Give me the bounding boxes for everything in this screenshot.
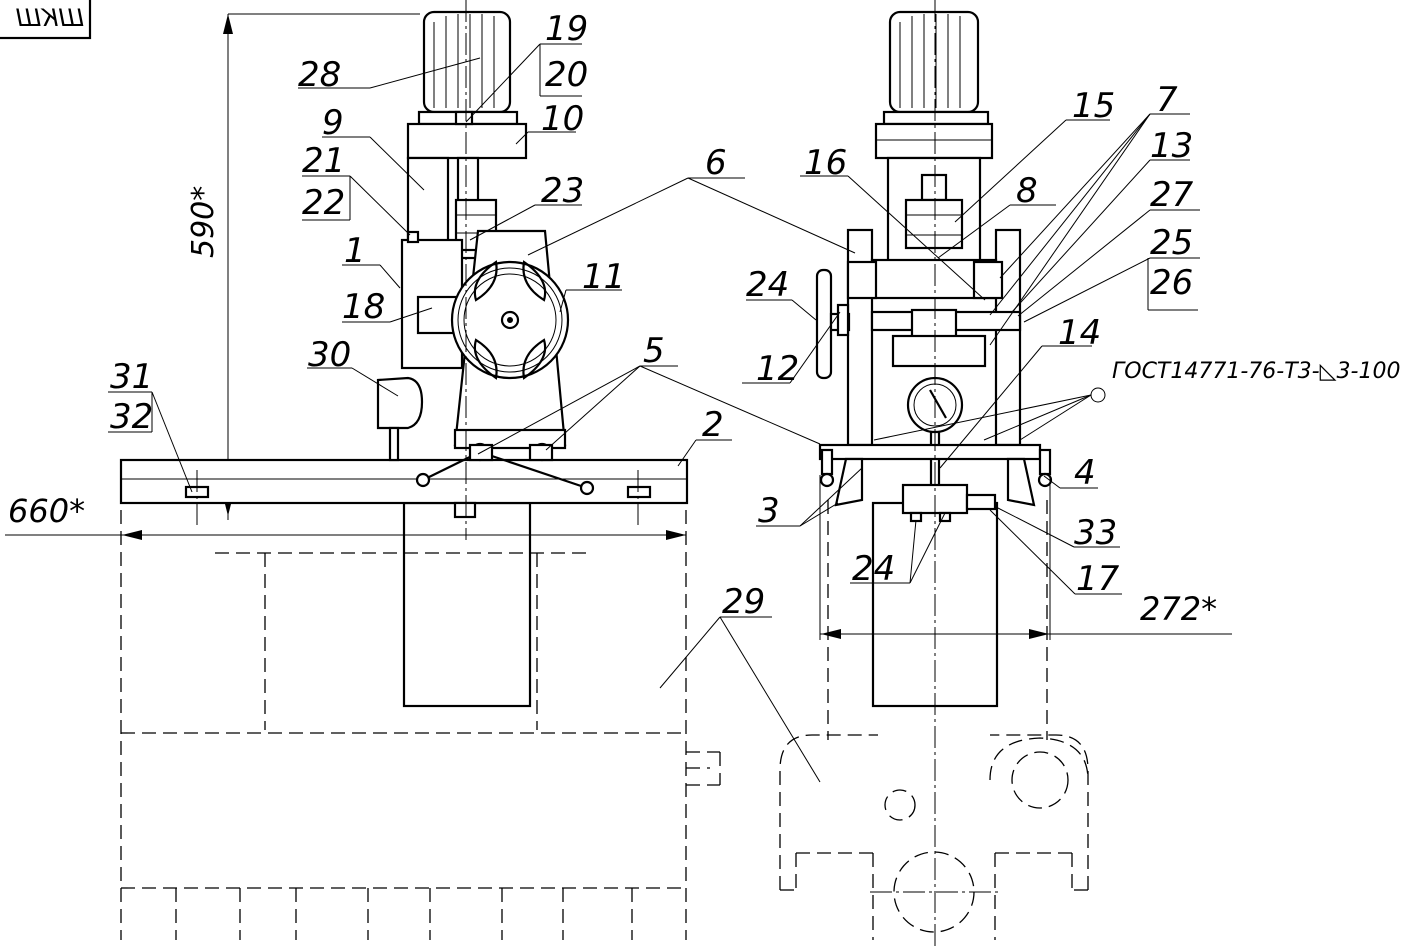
callout-24-upper: 24 bbox=[746, 265, 789, 305]
dimension-side-width-label: 272* bbox=[1140, 590, 1217, 628]
front-motor bbox=[406, 10, 528, 160]
callout-19: 19 bbox=[545, 9, 588, 49]
callout-16: 16 bbox=[804, 143, 847, 183]
side-handwheel bbox=[815, 268, 851, 380]
stamp-text: ШКШ bbox=[15, 4, 84, 32]
leaders-side bbox=[742, 113, 1200, 595]
callout-5: 5 bbox=[643, 331, 665, 371]
front-indicator bbox=[376, 376, 424, 462]
leaders-front bbox=[108, 43, 856, 493]
callout-24-lower: 24 bbox=[852, 549, 895, 589]
callouts-side: 15 7 16 13 8 27 25 26 24 12 14 3 4 33 24… bbox=[746, 80, 1194, 599]
side-base-stand bbox=[779, 500, 1089, 940]
callout-32: 32 bbox=[110, 397, 153, 437]
callouts-front: 28 19 20 9 10 21 22 23 6 1 11 18 5 30 31… bbox=[110, 9, 727, 445]
callout-4: 4 bbox=[1074, 453, 1096, 493]
front-gearbox bbox=[415, 229, 595, 496]
leader-base bbox=[659, 616, 821, 783]
callout-12: 12 bbox=[756, 349, 799, 389]
callout-20: 20 bbox=[545, 55, 588, 95]
callout-27: 27 bbox=[1150, 175, 1194, 215]
callout-10: 10 bbox=[541, 99, 584, 139]
front-base-stand bbox=[120, 510, 721, 940]
stamp-box: ШКШ bbox=[0, 0, 92, 40]
callout-23: 23 bbox=[541, 171, 584, 211]
callout-14: 14 bbox=[1058, 313, 1101, 353]
weld-note-text: ГОСТ14771-76-Т3-◺3-100 bbox=[1112, 359, 1400, 384]
callout-2: 2 bbox=[702, 405, 724, 445]
callout-28: 28 bbox=[298, 55, 341, 95]
front-column bbox=[402, 501, 532, 708]
callout-11: 11 bbox=[582, 257, 625, 297]
callout-30: 30 bbox=[308, 335, 351, 375]
callout-15: 15 bbox=[1072, 86, 1115, 126]
weld-note: ГОСТ14771-76-Т3-◺3-100 bbox=[873, 359, 1400, 441]
callout-3: 3 bbox=[758, 491, 780, 531]
callout-6: 6 bbox=[705, 143, 727, 183]
callout-1: 1 bbox=[344, 231, 366, 271]
dimension-height-label: 590* bbox=[186, 186, 221, 258]
callout-29: 29 bbox=[722, 582, 765, 622]
dimension-front-width-label: 660* bbox=[8, 492, 85, 530]
callout-22: 22 bbox=[302, 183, 345, 223]
dimension-side-width: 272* bbox=[819, 475, 1232, 640]
callout-17: 17 bbox=[1076, 559, 1120, 599]
callout-26: 26 bbox=[1150, 263, 1193, 303]
callout-7: 7 bbox=[1156, 80, 1178, 120]
front-table-plate bbox=[119, 458, 689, 525]
callout-9: 9 bbox=[322, 103, 344, 143]
callout-21: 21 bbox=[302, 141, 345, 181]
callout-13: 13 bbox=[1150, 126, 1193, 166]
side-motor bbox=[874, 10, 994, 160]
callout-25: 25 bbox=[1150, 223, 1193, 263]
callout-18: 18 bbox=[342, 287, 385, 327]
callout-31: 31 bbox=[110, 357, 153, 397]
side-frame bbox=[846, 156, 1022, 447]
callout-33: 33 bbox=[1074, 513, 1117, 553]
callout-8: 8 bbox=[1016, 171, 1038, 211]
dimension-front-width: 660* bbox=[5, 492, 686, 540]
